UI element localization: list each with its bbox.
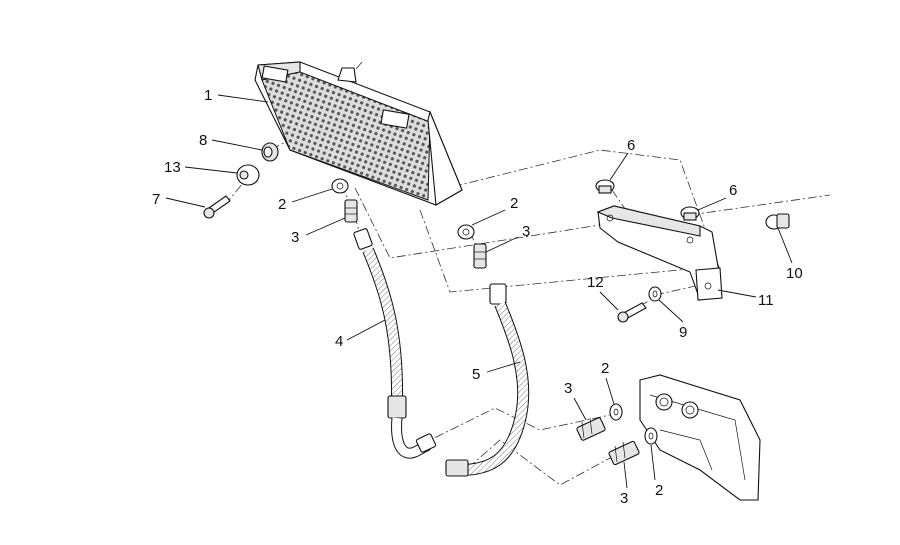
union-fitting-right: [473, 243, 487, 269]
callout-3c: 3: [564, 380, 572, 397]
mounting-bracket: [596, 205, 723, 302]
screw: [203, 195, 231, 219]
washer-right: [457, 224, 475, 240]
callout-labels: 1 8 13 7 2 3 4 2 3 5 6 6 10 12 9 11 3 2 …: [152, 87, 803, 507]
bracket-grommet-2: [680, 206, 700, 221]
oil-hose-left: [353, 228, 437, 459]
callout-1: 1: [204, 87, 212, 104]
bracket-washer: [648, 286, 662, 302]
oil-hose-right: [445, 283, 530, 477]
callout-6b: 6: [729, 182, 737, 199]
callout-2c: 2: [601, 360, 609, 377]
spacer: [236, 164, 260, 186]
callout-9: 9: [679, 324, 687, 341]
bracket-grommet-1: [595, 179, 615, 194]
union-fitting-left: [344, 199, 358, 223]
bracket-screw: [617, 302, 647, 323]
rubber-grommet: [261, 142, 279, 162]
callout-3a: 3: [291, 229, 299, 246]
callout-6a: 6: [627, 137, 635, 154]
callout-4: 4: [335, 333, 343, 350]
callout-2b: 2: [510, 195, 518, 212]
washer-left: [331, 178, 349, 194]
callout-8: 8: [199, 132, 207, 149]
callout-2d: 2: [655, 482, 663, 499]
leader-lines: [165, 94, 793, 489]
callout-3d: 3: [620, 490, 628, 507]
union-fitting-lower-2: [608, 440, 640, 466]
callout-2a: 2: [278, 196, 286, 213]
callout-13: 13: [164, 159, 181, 176]
oil-cooler-radiator: [254, 61, 463, 206]
cap-nut: [765, 213, 790, 230]
callout-10: 10: [786, 265, 803, 282]
washer-lower-2: [644, 427, 658, 445]
callout-7: 7: [152, 191, 160, 208]
callout-5: 5: [472, 366, 480, 383]
callout-12: 12: [587, 274, 604, 291]
union-fitting-lower-1: [576, 417, 606, 441]
engine-crankcase: [639, 374, 761, 501]
callout-3b: 3: [522, 223, 530, 240]
washer-lower-1: [609, 403, 623, 421]
callout-11: 11: [758, 292, 774, 309]
